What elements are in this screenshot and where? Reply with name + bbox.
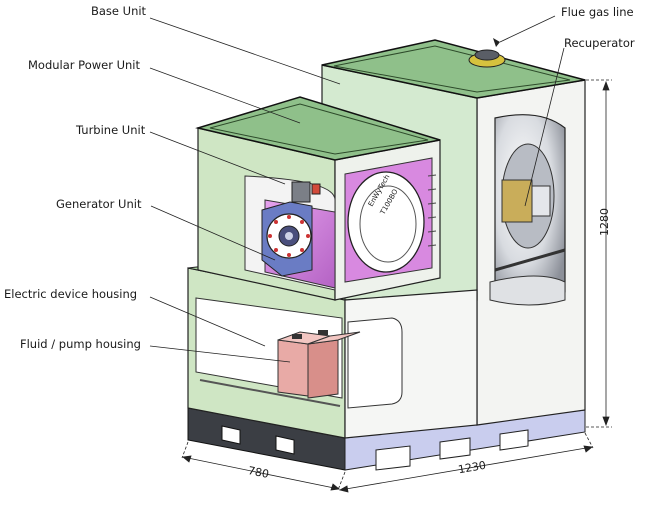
leader-turbine-unit: [149, 131, 286, 185]
label-base-unit: Base Unit: [91, 4, 147, 18]
leader-fluid-pump-housing: [149, 345, 291, 363]
leader-base-unit: [149, 17, 341, 85]
leader-modular-power-unit: [149, 67, 301, 124]
dimension-lines: [181, 79, 612, 493]
label-generator-unit: Generator Unit: [56, 197, 142, 211]
label-modular-power-unit: Modular Power Unit: [28, 58, 141, 72]
lower-housing: [187, 261, 478, 439]
label-fluid-pump-housing: Fluid / pump housing: [20, 337, 141, 351]
label-flue-gas-line: Flue gas line: [561, 5, 634, 19]
leader-lines: [149, 15, 565, 363]
label-recuperator: Recuperator: [564, 36, 635, 50]
leader-generator-unit: [150, 205, 276, 261]
flue-gas-arrowhead: [493, 38, 500, 47]
leader-flue-gas-line: [499, 15, 556, 43]
modular-power-unit-block: [195, 96, 441, 301]
pallet: [187, 407, 586, 471]
label-turbine-unit: Turbine Unit: [76, 123, 146, 137]
label-electric-device-housing: Electric device housing: [4, 287, 138, 301]
leader-recuperator: [524, 47, 565, 207]
dimension-height: 1280: [598, 208, 611, 236]
leader-electric-device-housing: [149, 296, 266, 347]
